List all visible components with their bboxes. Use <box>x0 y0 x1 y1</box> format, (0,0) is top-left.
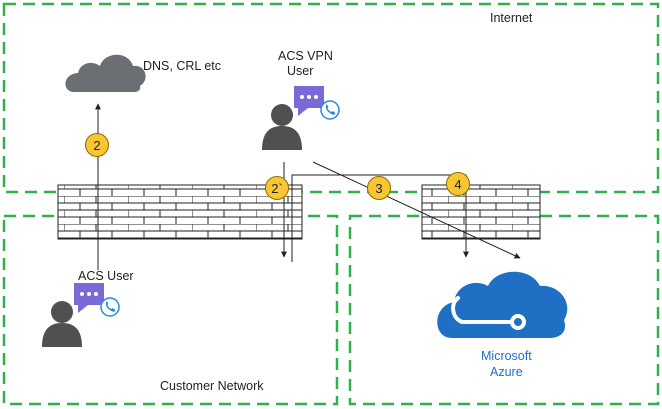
acs-user-chat-icon <box>74 283 120 317</box>
azure-label-line2: Azure <box>490 365 523 379</box>
internet-zone-label: Internet <box>490 11 533 25</box>
acs-user-person-icon <box>42 301 82 347</box>
vpn-user-person-icon <box>262 104 302 150</box>
acs-user-label: ACS User <box>78 269 134 283</box>
customer-firewall <box>57 184 303 240</box>
vpn-user-chat-icon <box>294 86 340 120</box>
step-number: 4 <box>454 177 461 192</box>
vpn-user-label-line2: User <box>287 64 313 78</box>
step-badge-2: 2 <box>85 133 109 157</box>
dns-cloud-icon <box>65 54 146 92</box>
azure-firewall <box>421 184 541 240</box>
vpn-user-to-azure-firewall-path <box>291 174 469 262</box>
step-number: 2 <box>93 138 100 153</box>
step-number: 3 <box>375 181 382 196</box>
step-badge-3: 3 <box>367 176 391 200</box>
internet-zone <box>2 2 660 194</box>
step-badge-2-prime: 2` <box>265 176 289 200</box>
customer-network-label: Customer Network <box>160 379 264 393</box>
step-number: 2` <box>271 181 283 196</box>
customer-network-zone <box>2 214 339 406</box>
vpn-user-label-line1: ACS VPN <box>278 49 333 63</box>
dns-label: DNS, CRL etc <box>143 59 221 73</box>
vpn-user-to-azure-arrow <box>312 161 521 259</box>
azure-label-line1: Microsoft <box>481 349 532 363</box>
azure-cloud-icon <box>437 271 568 338</box>
step-badge-4: 4 <box>446 172 470 196</box>
